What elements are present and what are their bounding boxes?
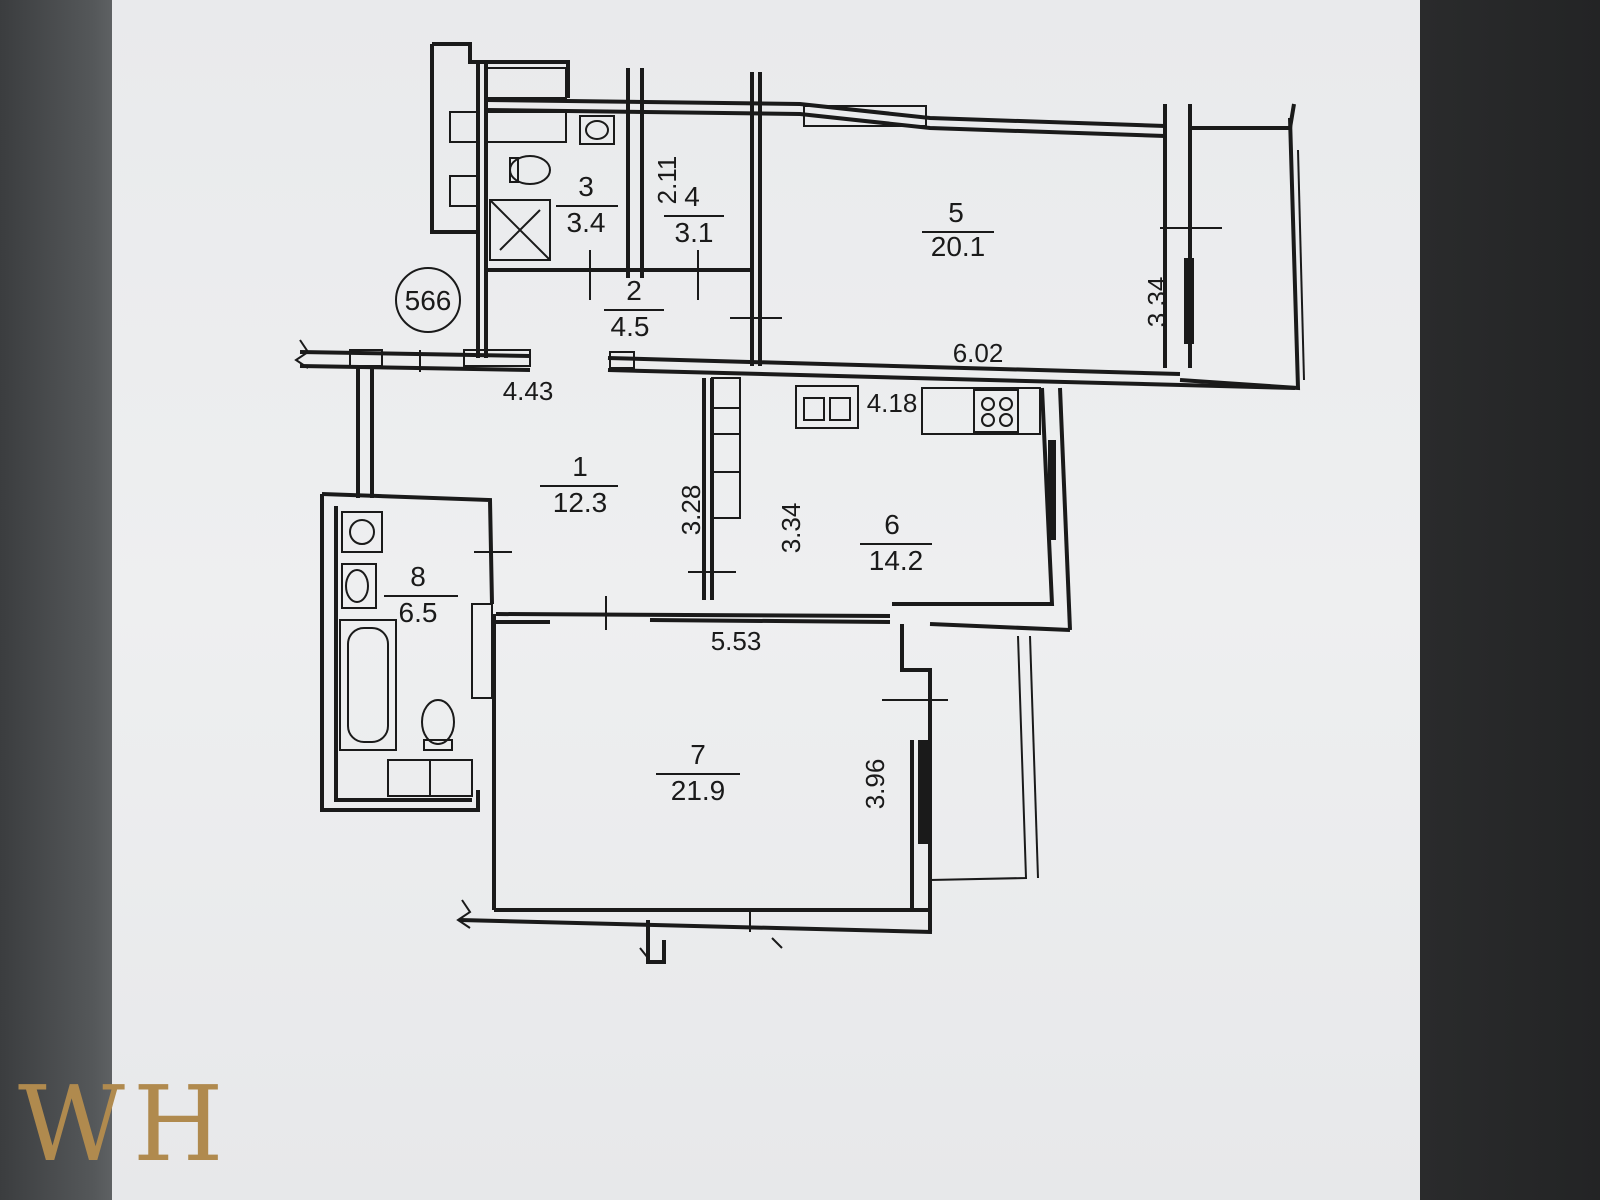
room-3-number: 3 [578,171,594,202]
room-7-area: 21.9 [671,775,726,806]
room-4-area: 3.1 [675,217,714,248]
section-marker-label: 566 [405,285,452,316]
room-8-area: 6.5 [399,597,438,628]
dim-4-43: 4.43 [503,376,554,406]
watermark-logo: WH [18,1063,232,1185]
room-5-area: 20.1 [931,231,986,262]
dimension-labels: 2.11 4.43 6.02 3.34 4.18 3.28 3.34 5.53 … [503,156,1172,810]
dimension-ticks [294,227,1222,959]
room-1-number: 1 [572,451,588,482]
room-6-area: 14.2 [869,545,924,576]
room-1-area: 12.3 [553,487,608,518]
dim-6-02: 6.02 [953,338,1004,368]
room-7-number: 7 [690,739,706,770]
room-8-number: 8 [410,561,426,592]
room-5-number: 5 [948,197,964,228]
dim-2-11: 2.11 [652,156,682,205]
dim-5-53: 5.53 [711,626,762,656]
room-2-area: 4.5 [611,311,650,342]
dim-3-28: 3.28 [676,485,706,536]
room-2-number: 2 [626,275,642,306]
dim-4-18: 4.18 [867,388,918,418]
room-4-number: 4 [684,181,700,212]
section-marker-circle [395,267,461,333]
room-labels: 3 3.4 4 3.1 5 20.1 2 4.5 1 12.3 6 14.2 8… [384,171,994,806]
room-6-number: 6 [884,509,900,540]
fixtures [339,67,1041,797]
dim-3-34-mid: 3.34 [776,503,806,554]
dim-3-34-right: 3.34 [1142,277,1172,328]
dim-3-96: 3.96 [860,759,890,810]
room-3-area: 3.4 [567,207,606,238]
monitor-bezel-right [1420,0,1600,1200]
